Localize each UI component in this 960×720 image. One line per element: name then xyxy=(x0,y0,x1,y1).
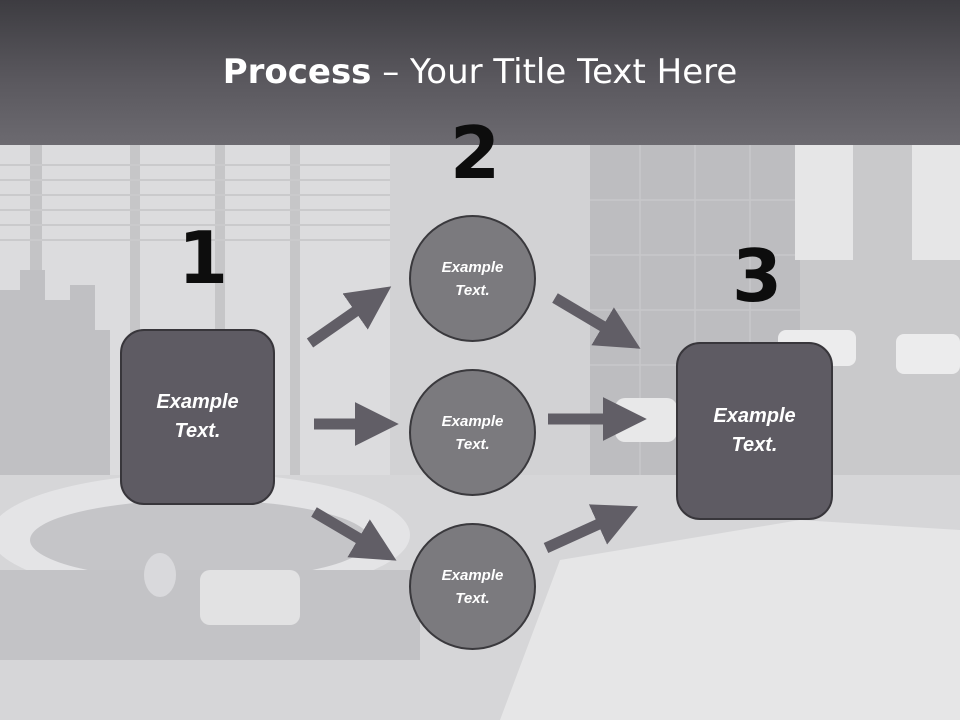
title-rest: – Your Title Text Here xyxy=(371,52,738,92)
circle-bottom-text: Example Text. xyxy=(441,566,504,607)
step-number-3: 3 xyxy=(732,234,783,318)
step-number-2: 2 xyxy=(450,111,501,195)
step-3-box: Example Text. xyxy=(676,342,833,520)
title-bold: Process xyxy=(222,52,372,92)
arrow-1-to-bottom xyxy=(311,507,397,561)
slide-title: Process – Your Title Text Here xyxy=(0,52,960,92)
circle-top-text: Example Text. xyxy=(441,258,504,299)
title-bar xyxy=(0,0,960,145)
arrow-top-to-3 xyxy=(552,293,641,349)
circle-middle: Example Text. xyxy=(409,369,536,496)
step-1-text: Example Text. xyxy=(156,391,239,442)
step-3-text: Example Text. xyxy=(713,405,796,456)
circle-bottom: Example Text. xyxy=(409,523,536,650)
arrow-bottom-to-3 xyxy=(543,504,639,554)
step-1-box: Example Text. xyxy=(120,329,275,505)
step-number-1: 1 xyxy=(178,216,229,300)
circle-middle-text: Example Text. xyxy=(441,412,504,453)
arrow-1-to-top xyxy=(306,286,392,348)
circle-top: Example Text. xyxy=(409,215,536,342)
